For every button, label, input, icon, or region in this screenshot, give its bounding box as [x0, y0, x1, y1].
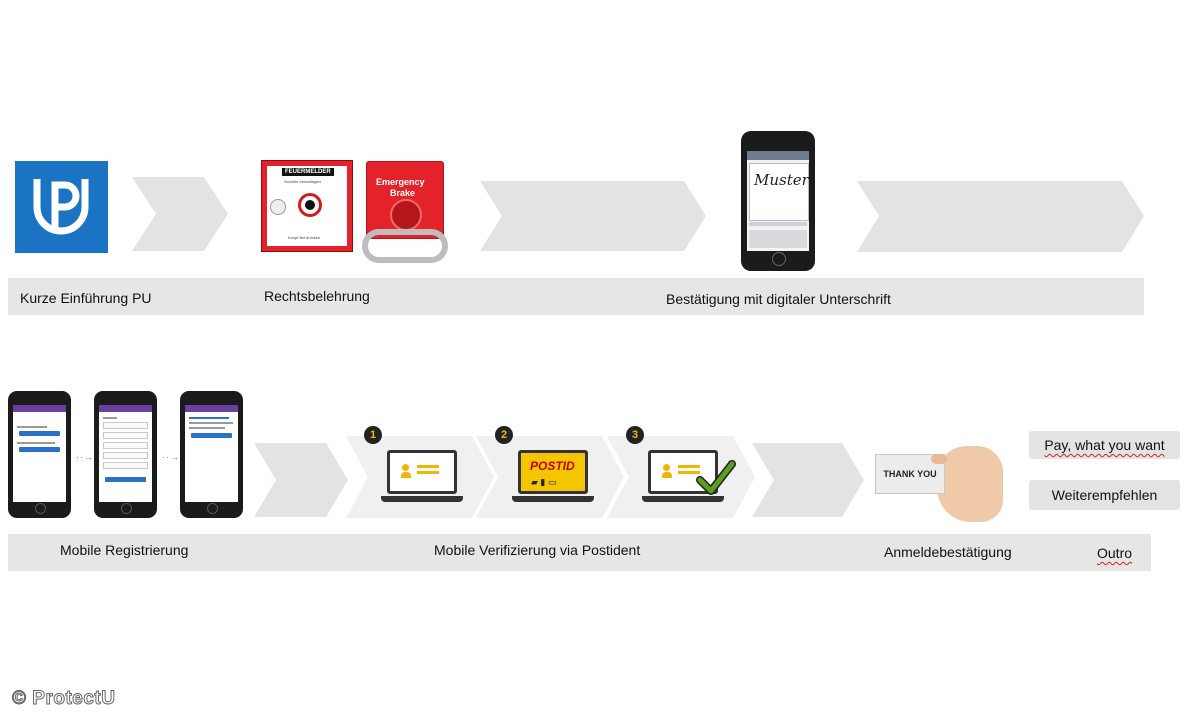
protectu-logo	[15, 161, 108, 253]
step-badge-3: 3	[626, 426, 644, 444]
label-mobile-registration: Mobile Registrierung	[60, 542, 189, 558]
chevron-arrow	[752, 443, 864, 517]
laptop-verified	[642, 450, 738, 506]
postid-logo: POSTID	[530, 459, 575, 473]
checkmark-icon	[696, 460, 736, 495]
person-icon	[401, 464, 411, 478]
row1-label-band	[8, 278, 1144, 315]
fire-alarm-box: FEUERMELDER Scheibe einschlagen Knopf ti…	[261, 160, 353, 252]
chevron-arrow	[480, 181, 706, 251]
recommend-label: Weiterempfehlen	[1051, 487, 1158, 503]
emergency-brake-text: Emergency	[376, 177, 425, 187]
label-outro: Outro	[1097, 545, 1133, 561]
label-intro: Kurze Einführung PU	[20, 290, 152, 306]
alarm-glass-circle	[270, 199, 286, 215]
recommend-button[interactable]: Weiterempfehlen	[1029, 480, 1180, 510]
registration-phone-welcome	[8, 391, 71, 518]
label-legal: Rechtsbelehrung	[264, 288, 370, 304]
fire-alarm-text: Knopf tief drücken	[288, 235, 321, 240]
hand-shape	[937, 446, 1003, 522]
brake-knob-icon	[390, 199, 422, 231]
emergency-brake-text: Brake	[390, 188, 416, 198]
person-icon	[662, 464, 672, 478]
copyright-watermark: © ProtectU	[11, 688, 116, 710]
thank-you-hand: THANK YOU	[875, 444, 1005, 526]
postid-icons: ▰ ▮ ▭	[531, 477, 557, 487]
signature-text: Muster	[754, 171, 809, 189]
arrow-dots: ··→	[162, 452, 180, 462]
registration-phone-signup	[94, 391, 157, 518]
emergency-brake: Emergency Brake	[362, 159, 448, 267]
label-signature: Bestätigung mit digitaler Unterschrift	[666, 291, 891, 307]
laptop-postid: POSTID ▰ ▮ ▭	[512, 450, 594, 506]
fire-alarm-title: FEUERMELDER	[282, 168, 334, 176]
signature-field: Muster	[749, 163, 809, 221]
thank-you-text: THANK YOU	[883, 469, 937, 479]
laptop-id-card	[381, 450, 463, 506]
brake-handle	[362, 229, 448, 263]
registration-phone-success	[180, 391, 243, 518]
chevron-arrow	[254, 443, 348, 517]
step-badge-1: 1	[364, 426, 382, 444]
signature-phone: Muster	[741, 131, 815, 271]
label-confirmation: Anmeldebestätigung	[884, 544, 1012, 560]
pay-what-you-want-button[interactable]: Pay, what you want	[1029, 431, 1180, 459]
step-badge-2: 2	[495, 426, 513, 444]
pay-what-you-want-label: Pay, what you want	[1044, 437, 1165, 453]
chevron-arrow	[132, 177, 228, 251]
chevron-arrow	[857, 181, 1144, 252]
shield-icon	[33, 179, 89, 235]
alarm-button-icon	[298, 193, 322, 217]
label-verification: Mobile Verifizierung via Postident	[434, 542, 641, 558]
fire-alarm-text: Scheibe einschlagen	[284, 179, 321, 184]
arrow-dots: ··→	[76, 452, 94, 462]
row2-label-band	[8, 534, 1151, 571]
